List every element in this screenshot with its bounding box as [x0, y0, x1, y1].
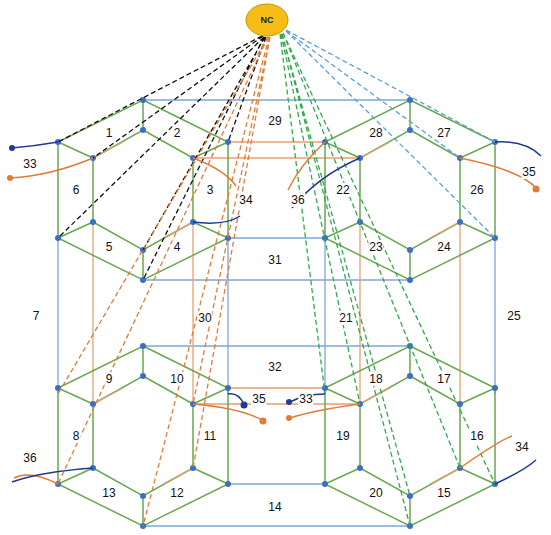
- link-number: 5: [105, 240, 114, 254]
- link-number: 10: [169, 372, 184, 386]
- link-number: 33: [22, 157, 37, 171]
- link-number: 31: [267, 253, 282, 267]
- link-number: 14: [267, 500, 282, 514]
- controller-links: [58, 30, 495, 526]
- link-number: 13: [101, 486, 116, 500]
- link-number: 18: [368, 372, 383, 386]
- link-end-dots: [7, 145, 540, 425]
- link-number: 25: [506, 309, 521, 323]
- link-number: 26: [469, 183, 484, 197]
- link-number: 20: [368, 486, 383, 500]
- link-number: 16: [469, 429, 484, 443]
- link-number: 30: [197, 311, 212, 325]
- link-number: 17: [436, 372, 451, 386]
- link-number: 29: [267, 114, 282, 128]
- link-number: 2: [173, 126, 182, 140]
- link-number: 15: [436, 486, 451, 500]
- link-number: 33: [298, 392, 313, 406]
- link-number: 36: [290, 193, 305, 207]
- external-links: [10, 142, 541, 484]
- link-number: 21: [338, 311, 353, 325]
- link-number: 34: [238, 193, 253, 207]
- link-number: 27: [436, 126, 451, 140]
- link-number: 22: [335, 183, 350, 197]
- inter-group-links: [58, 100, 495, 526]
- link-number: 35: [251, 392, 266, 406]
- link-number: 19: [335, 429, 350, 443]
- controller-node: NC: [245, 3, 289, 37]
- link-number: 6: [72, 183, 81, 197]
- link-number: 23: [368, 240, 383, 254]
- link-number: 12: [169, 486, 184, 500]
- link-number: 11: [203, 429, 217, 443]
- link-number: 36: [22, 451, 37, 465]
- router-groups: [55, 97, 498, 529]
- node-label: NC: [261, 15, 274, 25]
- link-number: 3: [206, 183, 215, 197]
- link-number: 28: [368, 126, 383, 140]
- link-number: 24: [436, 240, 451, 254]
- link-number: 7: [32, 309, 41, 323]
- link-number: 4: [173, 240, 182, 254]
- link-number: 8: [72, 429, 81, 443]
- link-number: 1: [105, 126, 114, 140]
- link-number: 34: [514, 440, 529, 454]
- link-number: 35: [521, 165, 536, 179]
- link-number: 9: [105, 372, 114, 386]
- link-number: 32: [267, 360, 282, 374]
